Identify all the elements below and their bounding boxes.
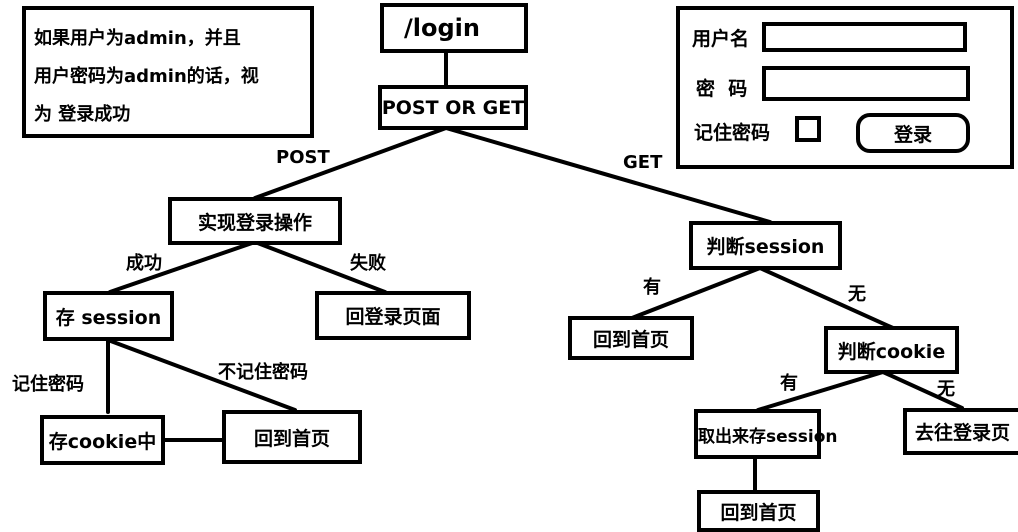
edge-has-cookie xyxy=(756,370,885,412)
edge-label-success: 成功 xyxy=(126,253,162,274)
node-do-login: 实现登录操作 xyxy=(168,197,342,245)
edge-label-no-session: 无 xyxy=(848,284,866,305)
username-label: 用户名 xyxy=(692,28,750,50)
node-store-session: 存 session xyxy=(43,291,174,341)
username-field[interactable] xyxy=(762,22,967,52)
edge-label-get: GET xyxy=(623,152,663,173)
edge-label-has-cookie: 有 xyxy=(780,373,798,394)
password-field[interactable] xyxy=(762,66,970,101)
password-label: 密 码 xyxy=(696,78,748,100)
login-button[interactable]: 登录 xyxy=(856,113,970,153)
node-back-login-page: 回登录页面 xyxy=(315,291,471,340)
node-store-cookie: 存cookie中 xyxy=(40,415,165,465)
edge-label-post: POST xyxy=(276,147,330,168)
edge-fail xyxy=(253,240,387,294)
edge-label-has-session: 有 xyxy=(643,277,661,298)
edge-no-cookie xyxy=(881,370,964,410)
rule-note-line-1: 如果用户为admin，并且 xyxy=(34,28,241,49)
remember-label: 记住密码 xyxy=(694,122,771,144)
edge-label-not-remember: 不记住密码 xyxy=(218,362,308,383)
rule-note-line-2: 用户密码为admin的话，视 xyxy=(34,66,259,87)
rule-note: 如果用户为admin，并且 用户密码为admin的话，视 为 登录成功 xyxy=(22,6,314,138)
node-check-session: 判断session xyxy=(689,221,842,270)
edge-has-session xyxy=(630,266,762,320)
node-goto-login: 去往登录页 xyxy=(903,408,1018,455)
node-take-session: 取出来存session xyxy=(694,409,838,459)
node-method: POST OR GET xyxy=(378,85,528,130)
node-home-c: 回到首页 xyxy=(697,490,820,532)
login-form-sketch: 用户名 密 码 记住密码 登录 xyxy=(676,6,1014,169)
edge-post xyxy=(253,126,448,200)
remember-checkbox[interactable] xyxy=(795,116,821,142)
node-home-b: 回到首页 xyxy=(568,316,694,360)
edge-label-no-cookie: 无 xyxy=(937,379,955,400)
edge-not-remember xyxy=(106,338,297,412)
node-check-cookie: 判断cookie xyxy=(824,326,959,374)
edge-success xyxy=(108,240,257,294)
edge-label-fail: 失败 xyxy=(350,253,386,274)
edge-get xyxy=(444,126,772,224)
edge-no-session xyxy=(758,266,895,330)
node-home-a: 回到首页 xyxy=(222,410,362,464)
rule-note-line-3: 为 登录成功 xyxy=(34,104,131,125)
edge-label-remember: 记住密码 xyxy=(12,374,84,395)
node-login: /login xyxy=(380,3,528,53)
